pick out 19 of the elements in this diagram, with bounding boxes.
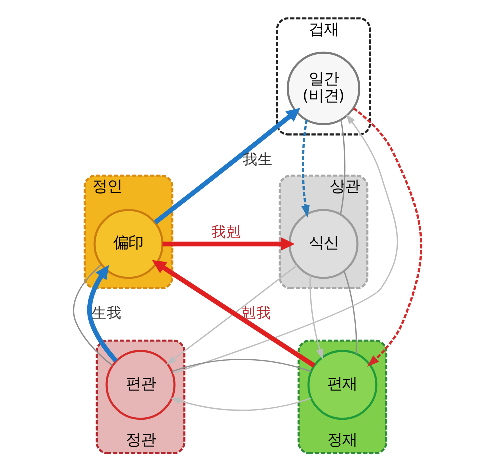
node-circle: 식신	[288, 209, 358, 280]
edge-label: 剋我	[240, 305, 271, 322]
arrow	[86, 265, 118, 363]
arrow	[301, 120, 310, 218]
edge-label: 我生	[242, 151, 273, 168]
arrow	[166, 265, 298, 366]
connector	[343, 271, 357, 354]
connector	[172, 359, 312, 372]
edge-label: 我剋	[210, 224, 241, 241]
node-circle: 편재	[307, 350, 378, 420]
arrow	[172, 114, 398, 374]
connector	[340, 120, 346, 215]
arrow	[152, 260, 316, 368]
arrow	[352, 108, 422, 367]
arrow	[162, 238, 294, 251]
arrow	[309, 276, 323, 360]
arrow	[170, 398, 312, 412]
connector	[72, 264, 113, 366]
edge-label: 生我	[91, 305, 122, 322]
